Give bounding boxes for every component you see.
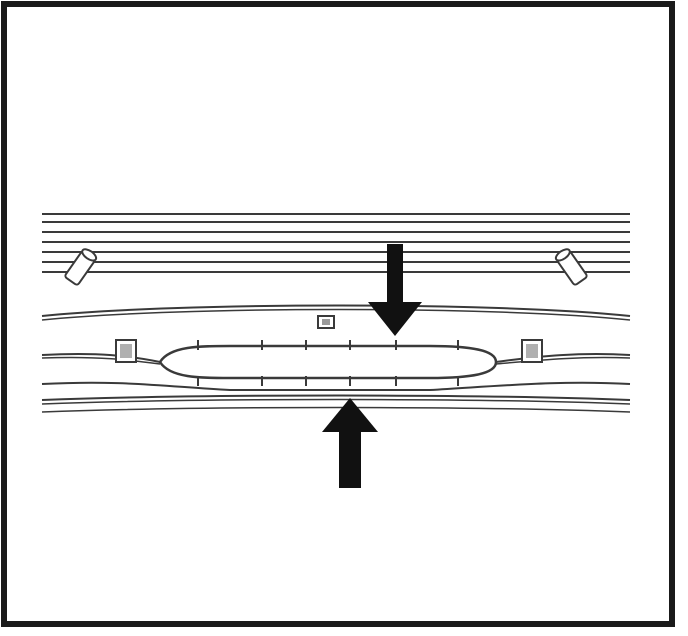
downward-arrow-icon [368, 244, 422, 336]
upward-arrow-icon [322, 398, 378, 488]
right-tail-line [495, 352, 631, 363]
lower-contour-line [41, 394, 631, 401]
upper-tick-marks [197, 340, 459, 350]
square-fastener-icon [521, 339, 543, 363]
lower-contour-line [41, 381, 631, 391]
lower-contour-line [41, 406, 631, 413]
top-line-band [42, 213, 630, 273]
upper-contour-line [41, 308, 631, 321]
cylinder-clip-icon [64, 248, 98, 286]
left-tail-line [41, 356, 161, 365]
cylinder-clip-icon [554, 248, 588, 286]
square-fastener-icon [115, 339, 137, 363]
upper-contour-line [41, 304, 631, 317]
frame-border [1, 1, 675, 627]
small-square-marker-icon [322, 319, 330, 325]
lower-contour-line [41, 398, 631, 405]
left-tail-line [41, 353, 161, 363]
right-tail-line [495, 356, 631, 365]
center-ellipse-strip [158, 344, 498, 380]
lower-tick-marks [197, 376, 459, 386]
